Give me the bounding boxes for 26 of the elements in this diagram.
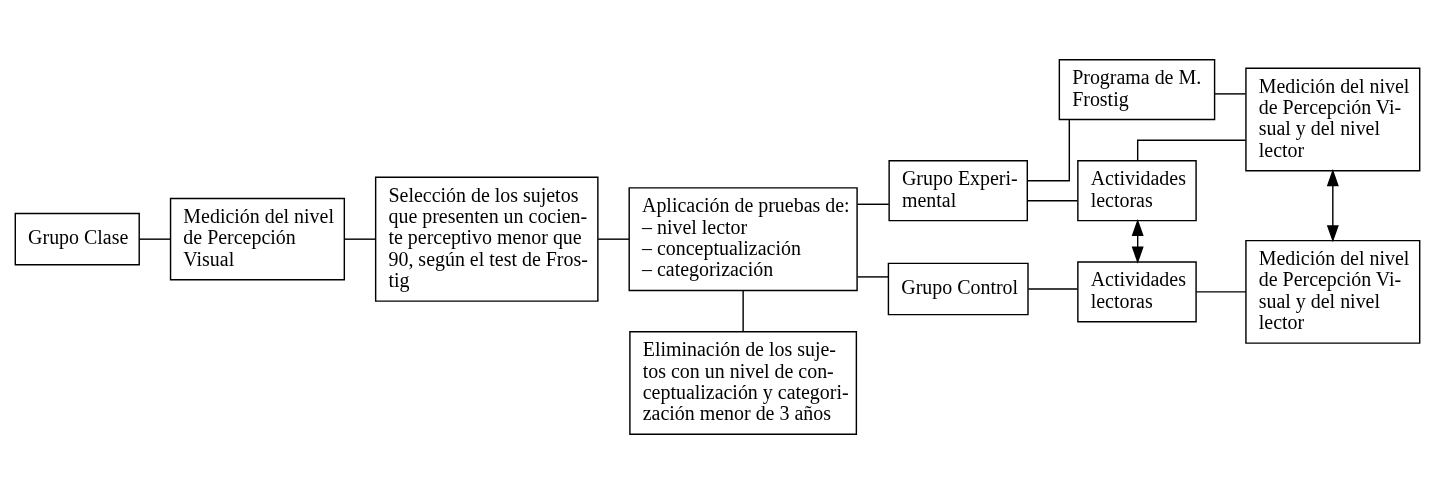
node-box: Programa de M. Frostig — [1058, 58, 1216, 120]
connector — [1027, 287, 1079, 290]
node-box: Grupo Experi- mental — [888, 159, 1028, 221]
connector — [742, 289, 744, 332]
connector — [138, 237, 171, 240]
node-box: Eliminación de los suje- tos con un nivel de con- ceptualización y categori- zación menor de 3 años — [629, 330, 858, 435]
connector — [856, 275, 889, 278]
arrow — [1326, 168, 1339, 242]
node-box: Actividades lectoras — [1077, 159, 1197, 221]
node-box: Medición del nivel de Percepción Vi- sual y del nivel lector — [1245, 67, 1421, 171]
connector — [1195, 290, 1247, 293]
node-box: Aplicación de pruebas de: – nivel lector – conceptualización – categorización — [628, 186, 858, 291]
node-box: Selección de los sujetos que presenten un cocien- te perceptivo menor que 90, según el test de Fros- tig — [374, 176, 599, 302]
connector — [597, 237, 630, 240]
node-box: Grupo Clase — [14, 212, 140, 265]
connector — [856, 203, 890, 205]
connector — [1136, 138, 1247, 161]
node-box: Actividades lectoras — [1077, 260, 1197, 322]
node-box: Medición del nivel de Percepción Vi- sual y del nivel lector — [1245, 239, 1421, 344]
connector — [1214, 92, 1247, 95]
connector — [344, 237, 377, 240]
connector — [1026, 118, 1071, 181]
node-box: Medición del nivel de Percepción Visual — [169, 197, 346, 280]
connector — [1026, 199, 1079, 201]
arrow — [1131, 218, 1144, 264]
node-box: Grupo Control — [887, 262, 1029, 315]
